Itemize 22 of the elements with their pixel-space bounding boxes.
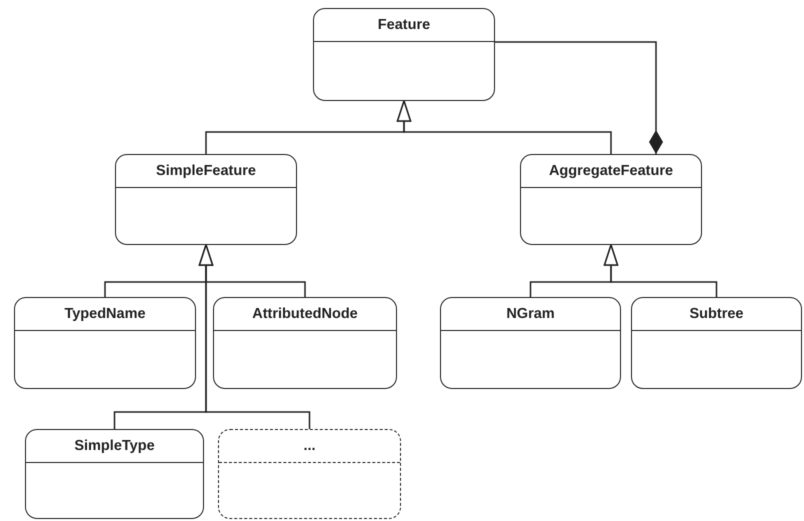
class-name: ...	[303, 438, 316, 454]
class-name: AttributedNode	[252, 306, 358, 322]
class-name: Subtree	[690, 306, 744, 322]
class-box	[14, 297, 196, 389]
class-box	[631, 297, 802, 389]
class-box	[520, 154, 702, 245]
class-box	[25, 429, 204, 519]
composition-connector	[495, 41, 663, 154]
class-box	[313, 8, 495, 101]
inheritance-arrow	[396, 100, 612, 154]
class-box	[213, 297, 397, 389]
inheritance-arrow	[604, 244, 718, 297]
class-name: NGram	[506, 306, 555, 322]
class-box	[115, 154, 297, 245]
class-box	[218, 429, 401, 519]
class-name: SimpleFeature	[156, 163, 256, 179]
class-box	[440, 297, 621, 389]
class-name: TypedName	[64, 306, 146, 322]
class-name: SimpleType	[74, 438, 155, 454]
class-name: Feature	[378, 17, 430, 33]
class-name: AggregateFeature	[548, 163, 674, 179]
inheritance-arrow	[198, 244, 310, 429]
